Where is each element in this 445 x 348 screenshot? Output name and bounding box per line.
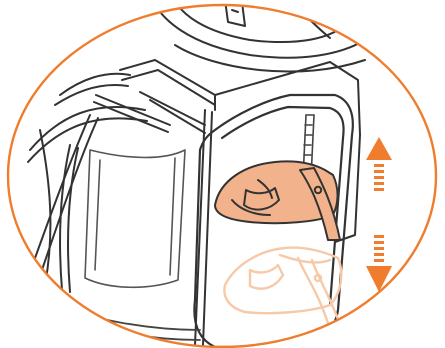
frame-rails: [10, 74, 147, 305]
adjust-up-arrow-icon: [366, 137, 392, 191]
base-lines: [40, 300, 200, 340]
backrest-panel: [85, 150, 185, 287]
strap-lower-position: [224, 248, 342, 330]
strap-upper-position: [215, 161, 340, 240]
